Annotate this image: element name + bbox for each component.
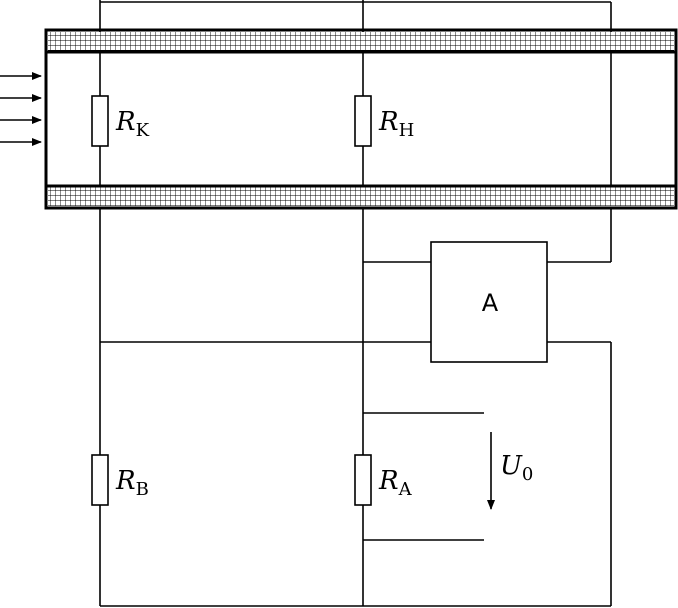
- amplifier-label: A: [482, 289, 499, 317]
- label-u0: U0: [500, 451, 533, 485]
- lower-wiring: [99, 208, 612, 607]
- resistor-ra: [354, 454, 372, 506]
- top-wiring: [99, 0, 612, 32]
- label-rh: RH: [378, 107, 414, 141]
- label-rb: RB: [115, 466, 149, 500]
- arrow-right-icon: [0, 72, 42, 146]
- flow-duct: [44, 28, 678, 210]
- label-ra: RA: [378, 466, 413, 500]
- amplifier-box: [430, 241, 548, 363]
- resistor-rh: [354, 95, 372, 147]
- duct-top-mesh: [48, 32, 674, 52]
- duct-internal-wiring: [99, 52, 612, 186]
- resistor-rb: [91, 454, 109, 506]
- resistor-rk: [91, 95, 109, 147]
- label-rk: RK: [115, 107, 150, 141]
- duct-bottom-mesh: [48, 186, 674, 206]
